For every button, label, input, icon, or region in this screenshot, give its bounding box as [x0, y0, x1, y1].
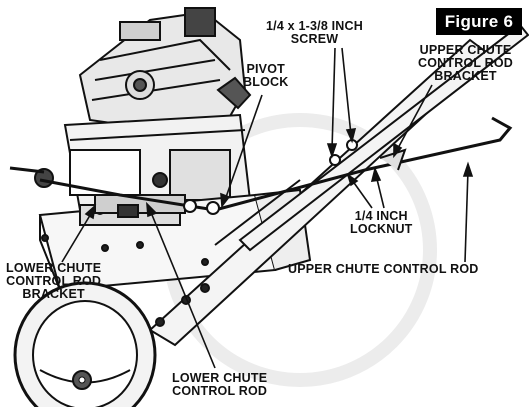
- label-lower-chute-bracket-line2: CONTROL ROD: [6, 274, 102, 288]
- label-locknut: 1/4 INCH LOCKNUT: [350, 210, 413, 236]
- label-upper-chute-bracket-line1: UPPER CHUTE: [419, 43, 512, 57]
- callout-leaders: [61, 47, 474, 369]
- label-upper-chute-control-rod: UPPER CHUTE CONTROL ROD: [288, 263, 479, 276]
- label-locknut-line1: 1/4 INCH: [354, 209, 408, 223]
- label-lower-chute-control-rod-line1: LOWER CHUTE: [172, 371, 268, 385]
- label-lower-chute-bracket-line1: LOWER CHUTE: [6, 261, 102, 275]
- label-lower-chute-control-rod-line2: CONTROL ROD: [172, 384, 268, 398]
- figure-number-badge: Figure 6: [436, 8, 522, 35]
- label-pivot-block: PIVOT BLOCK: [243, 63, 288, 89]
- label-locknut-line2: LOCKNUT: [350, 222, 413, 236]
- wheel: [13, 281, 157, 407]
- label-lower-chute-bracket-line3: BRACKET: [22, 287, 85, 301]
- label-screw-line1: 1/4 x 1-3/8 INCH: [266, 19, 363, 33]
- label-pivot-block-line2: BLOCK: [243, 75, 289, 89]
- label-screw-line2: SCREW: [290, 32, 339, 46]
- label-lower-chute-control-rod: LOWER CHUTE CONTROL ROD: [172, 372, 267, 398]
- lower-chute-bracket-part: [94, 194, 186, 218]
- handle-bars: [148, 23, 529, 347]
- lower-chute-control-rod: [39, 178, 220, 215]
- label-upper-chute-bracket-line3: BRACKET: [434, 69, 497, 83]
- label-screw: 1/4 x 1-3/8 INCH SCREW: [266, 20, 363, 46]
- label-upper-chute-control-rod-line1: UPPER CHUTE CONTROL ROD: [288, 262, 479, 276]
- label-lower-chute-bracket: LOWER CHUTE CONTROL ROD BRACKET: [6, 262, 101, 301]
- label-upper-chute-bracket: UPPER CHUTE CONTROL ROD BRACKET: [418, 44, 513, 83]
- label-pivot-block-line1: PIVOT: [246, 62, 285, 76]
- engine: [9, 7, 252, 212]
- upper-chute-control-rod: [214, 116, 513, 212]
- label-upper-chute-bracket-line2: CONTROL ROD: [418, 56, 514, 70]
